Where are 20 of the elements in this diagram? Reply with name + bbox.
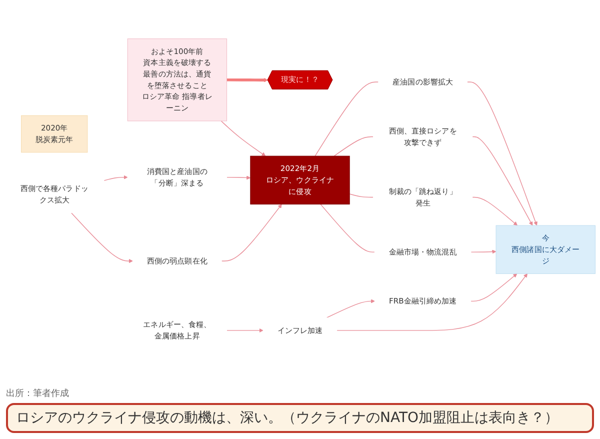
arrow bbox=[472, 136, 533, 226]
arrow bbox=[336, 273, 528, 330]
source-note: 出所：筆者作成 bbox=[6, 389, 69, 399]
arrow bbox=[226, 328, 264, 332]
arrow bbox=[326, 298, 375, 318]
connector bbox=[334, 136, 374, 156]
arrow bbox=[220, 120, 266, 156]
arrow bbox=[104, 174, 128, 181]
arrow bbox=[71, 212, 133, 263]
arrow bbox=[226, 175, 251, 180]
caption-banner: ロシアのウクライナ侵攻の動機は、深い。（ウクライナのNATO加盟阻止は表向き？） bbox=[6, 403, 594, 433]
connector bbox=[320, 204, 375, 252]
connector bbox=[349, 193, 374, 198]
arrow bbox=[472, 196, 518, 226]
arrow bbox=[221, 204, 282, 262]
connector bbox=[314, 81, 379, 156]
arrow bbox=[470, 249, 496, 254]
arrow bbox=[470, 273, 518, 302]
arrow bbox=[226, 78, 268, 82]
arrow bbox=[466, 81, 538, 226]
